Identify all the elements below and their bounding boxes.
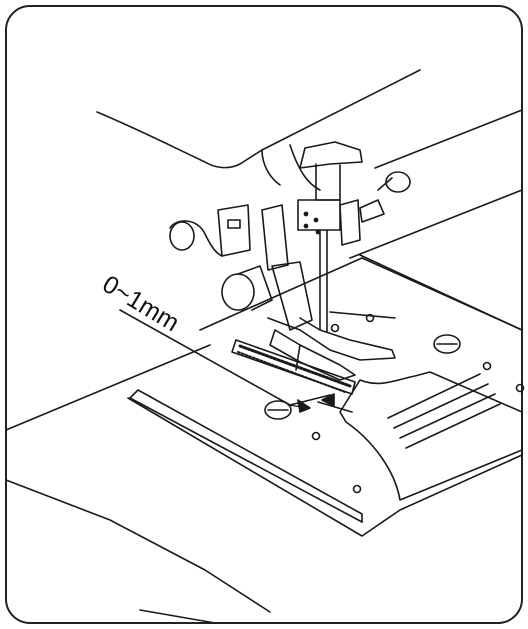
sewing-machine-arm (96, 69, 523, 191)
feed-dogs (231, 339, 356, 395)
presser-foot-holder (169, 204, 313, 331)
machine-bed (5, 189, 523, 624)
needle-plate (127, 257, 525, 537)
frame-border (5, 5, 523, 624)
needle-clamp (297, 141, 411, 333)
dimension-lines (119, 309, 353, 413)
fabric-edge (129, 389, 363, 523)
slide-plate (339, 371, 523, 501)
